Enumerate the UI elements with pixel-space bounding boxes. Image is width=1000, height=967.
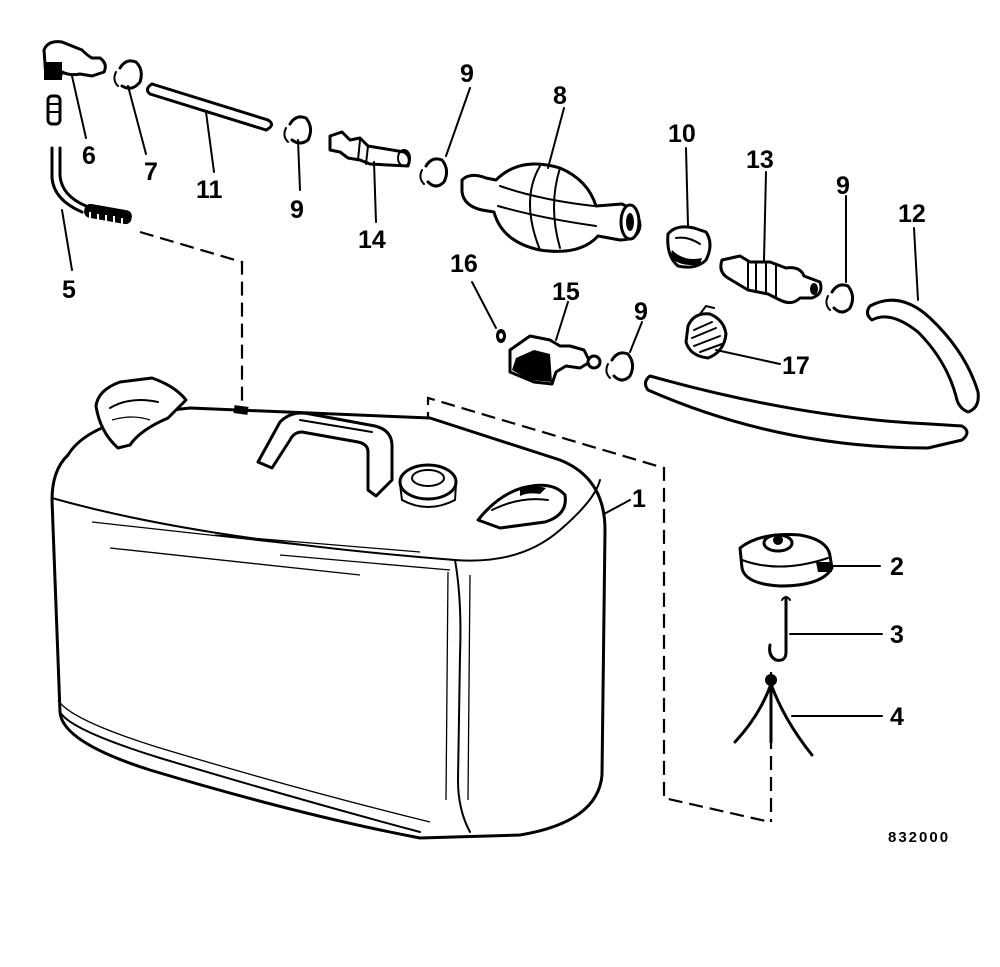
callout-15: 15 [552, 278, 580, 306]
figure-code: 832000 [888, 829, 950, 846]
callout-3: 3 [890, 621, 904, 649]
callout-6: 6 [82, 142, 96, 170]
tank-fitting-15 [508, 334, 602, 386]
callout-2: 2 [890, 553, 904, 581]
leader-lines [61, 75, 919, 717]
fuel-hose-12 [643, 298, 980, 450]
hose-clamp-9d [605, 351, 635, 382]
hose-clamp-9c [825, 283, 855, 314]
callout-5: 5 [62, 276, 76, 304]
elbow-fitting [42, 40, 107, 126]
callout-8: 8 [553, 82, 567, 110]
filler-cap [738, 533, 834, 588]
callout-4: 4 [890, 703, 904, 731]
cap-retainer-clip [768, 596, 791, 662]
fuel-tank [50, 376, 607, 840]
callout-9d: 9 [634, 298, 648, 326]
hose-clamp-10 [666, 225, 712, 269]
callout-7: 7 [144, 158, 158, 186]
quick-connector-14 [328, 130, 411, 168]
quick-connector-13 [719, 254, 823, 305]
callout-9b: 9 [290, 196, 304, 224]
hose-clamp-17 [684, 304, 728, 360]
callout-labels: 1 2 3 4 5 6 7 8 9 9 9 9 10 11 12 13 14 1… [62, 60, 950, 846]
callout-16: 16 [450, 250, 478, 278]
hose-clamp-9b [419, 157, 449, 188]
fuel-pickup-tube [50, 146, 132, 228]
hose-clamp-9a [283, 115, 313, 145]
callout-17: 17 [782, 352, 810, 380]
callout-12: 12 [898, 200, 926, 228]
callout-10: 10 [668, 120, 696, 148]
callout-1: 1 [632, 485, 646, 513]
callout-11: 11 [196, 176, 223, 204]
o-ring-16 [496, 329, 506, 343]
callout-13: 13 [746, 146, 774, 174]
callout-14: 14 [358, 226, 386, 254]
short-hose [145, 82, 273, 132]
callout-9c: 9 [836, 172, 850, 200]
primer-bulb [460, 162, 642, 253]
callout-9a: 9 [460, 60, 474, 88]
vent-spring [733, 674, 814, 757]
hose-clamp-7 [113, 59, 143, 90]
